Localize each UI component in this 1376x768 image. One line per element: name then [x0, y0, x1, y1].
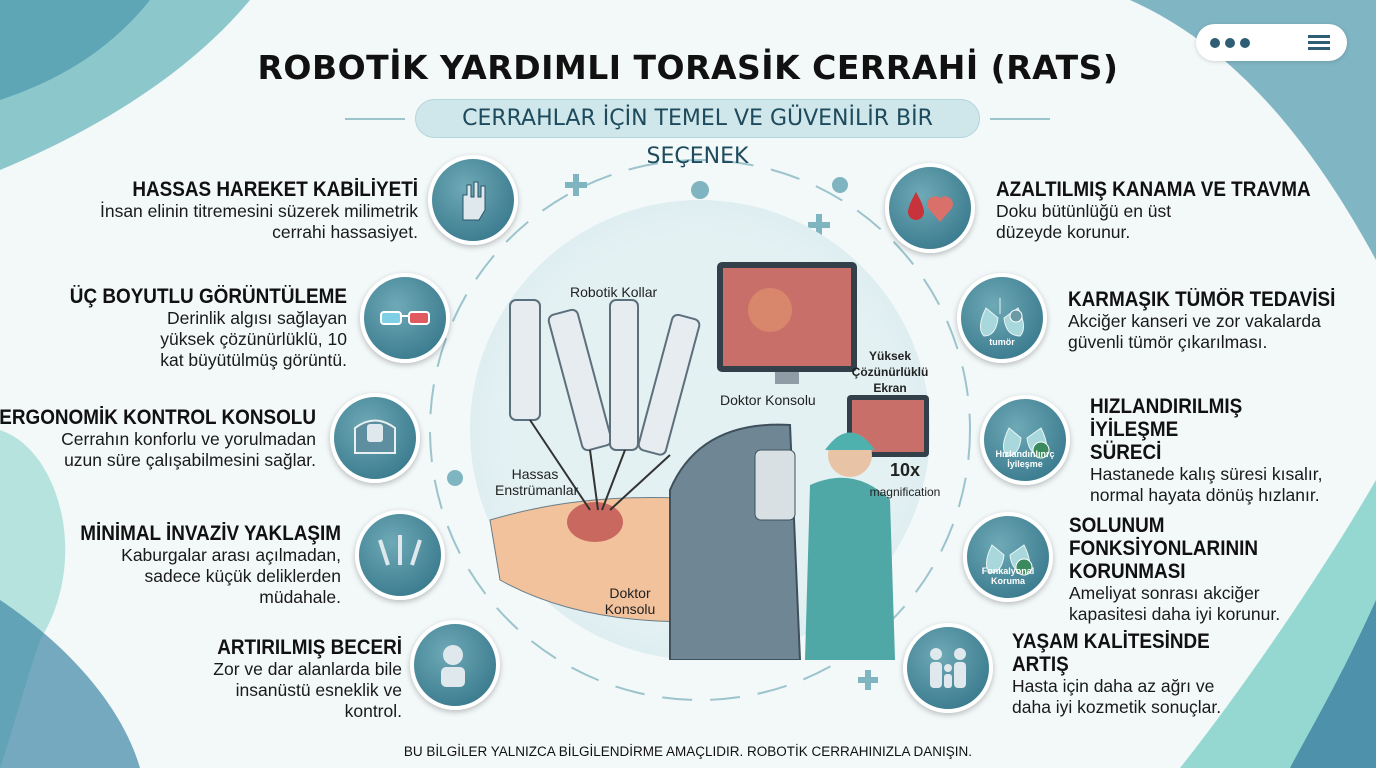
lung-tumor-icon: tumör: [957, 273, 1047, 363]
icon-badge: tumör: [989, 337, 1015, 347]
console-icon: [330, 393, 420, 483]
feature-text: Kaburgalar arası açılmadan, sadece küçük…: [121, 545, 341, 607]
feature-3d-imaging: ÜÇ BOYUTLU GÖRÜNTÜLEME Derinlik algısı s…: [0, 285, 347, 371]
feature-title: ÜÇ BOYUTLU GÖRÜNTÜLEME: [69, 285, 348, 308]
feature-title: HIZLANDIRILMIŞ İYİLEŞME SÜRECİ: [1090, 395, 1243, 464]
label-console-bottom: Doktor Konsolu: [604, 585, 656, 617]
feature-text: Zor ve dar alanlarda bile insanüstü esne…: [213, 659, 402, 721]
subtitle-pill: CERRAHLAR İÇİN TEMEL VE GÜVENİLİR BİR SE…: [415, 99, 980, 169]
feature-title: HASSAS HAREKET KABİLİYETİ: [132, 178, 418, 201]
feature-augmented-dexterity: ARTIRILMIŞ BECERİ Zor ve dar alanlarda b…: [42, 636, 402, 722]
magnification-label: magnification: [869, 485, 941, 499]
lung-check-icon: Hızlandınlınrç İyileşme: [980, 395, 1070, 485]
feature-text: Hasta için daha az ağrı ve daha iyi kozm…: [1012, 676, 1222, 717]
feature-title: AZALTILMIŞ KANAMA VE TRAVMA: [996, 178, 1311, 201]
label-screen: Yüksek Çözünürlüklü Ekran: [851, 349, 929, 395]
divider: [345, 118, 405, 120]
feature-title: ARTIRILMIŞ BECERİ: [217, 636, 402, 659]
robotic-arms-icon: [355, 510, 445, 600]
feature-title: YAŞAM KALİTESİNDE ARTIŞ: [1012, 630, 1210, 676]
center-illustration: Robotik Kollar Hassas Enstrümanlar Dokto…: [470, 200, 940, 661]
feature-quality-of-life: YAŞAM KALİTESİNDE ARTIŞ Hasta için daha …: [1012, 630, 1252, 718]
disclaimer: BU BİLGİLER YALNIZCA BİLGİLENDİRME AMAÇL…: [403, 744, 973, 759]
feature-text: Derinlik algısı sağlayan yüksek çözünürl…: [160, 308, 347, 370]
icon-badge: Hızlandınlınrç İyileşme: [995, 449, 1055, 469]
robot-icon: [410, 620, 500, 710]
family-icon: [903, 623, 993, 713]
label-instruments: Hassas Enstrümanlar: [495, 466, 579, 498]
surgical-robot-illustration: [489, 262, 929, 661]
label-robotic-arms: Robotik Kollar: [570, 284, 658, 300]
feature-text: Hastanede kalış süresi kısalır, normal h…: [1090, 464, 1323, 505]
feature-title: SOLUNUM FONKSİYONLARININ KORUNMASI: [1069, 514, 1258, 583]
feature-text: Akciğer kanseri ve zor vakalarda güvenli…: [1068, 311, 1321, 352]
feature-title: ERGONOMİK KONTROL KONSOLU: [0, 406, 316, 429]
magnification-value: 10x: [889, 460, 921, 480]
window-controls[interactable]: [1196, 24, 1347, 61]
feature-precise-motion: HASSAS HAREKET KABİLİYETİ İnsan elinin t…: [58, 178, 418, 243]
icon-badge: Fonkalyonal Koruma: [981, 566, 1035, 586]
feature-respiratory-function: SOLUNUM FONKSİYONLARININ KORUNMASI Ameli…: [1069, 514, 1369, 625]
feature-text: Cerrahın konforlu ve yorulmadan uzun sür…: [61, 429, 316, 470]
more-dot-icon[interactable]: [1240, 38, 1250, 48]
page-title: ROBOTİK YARDIMLI TORASİK CERRAHİ (RATS): [257, 48, 1119, 87]
robotic-hand-icon: [428, 155, 518, 245]
label-console: Doktor Konsolu: [720, 392, 816, 408]
feature-text: Doku bütünlüğü en üst düzeyde korunur.: [996, 201, 1172, 242]
more-dot-icon[interactable]: [1210, 38, 1220, 48]
feature-tumor-treatment: KARMAŞIK TÜMÖR TEDAVİSİ Akciğer kanseri …: [1068, 288, 1368, 353]
feature-ergonomic-console: ERGONOMİK KONTROL KONSOLU Cerrahın konfo…: [0, 406, 316, 471]
feature-text: İnsan elinin titremesini süzerek milimet…: [99, 201, 418, 242]
more-dot-icon[interactable]: [1225, 38, 1235, 48]
blood-heart-icon: [885, 163, 975, 253]
feature-minimally-invasive: MİNİMAL İNVAZİV YAKLAŞIM Kaburgalar aras…: [0, 522, 341, 608]
3d-glasses-icon: [360, 273, 450, 363]
feature-reduced-bleeding: AZALTILMIŞ KANAMA VE TRAVMA Doku bütünlü…: [996, 178, 1356, 243]
lung-check-icon: Fonkalyonal Koruma: [963, 512, 1053, 602]
divider: [990, 118, 1050, 120]
feature-text: Ameliyat sonrası akciğer kapasitesi daha…: [1069, 583, 1281, 624]
feature-title: MİNİMAL İNVAZİV YAKLAŞIM: [80, 522, 341, 545]
feature-title: KARMAŞIK TÜMÖR TEDAVİSİ: [1068, 288, 1336, 311]
feature-faster-recovery: HIZLANDIRILMIŞ İYİLEŞME SÜRECİ Hastanede…: [1090, 395, 1360, 506]
